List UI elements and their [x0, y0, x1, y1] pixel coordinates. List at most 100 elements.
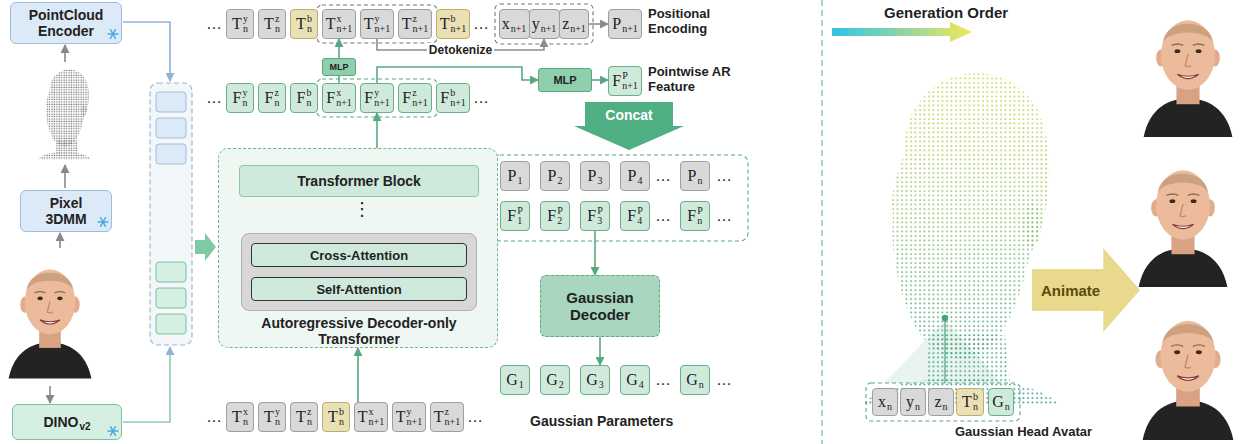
token-base: G [626, 371, 638, 388]
token-indices: P4 [637, 206, 643, 226]
token-base: T [232, 408, 242, 425]
token-subscript: n [275, 24, 280, 34]
token-label: G4 [626, 370, 644, 390]
token: P2 [540, 161, 570, 191]
token: zn [928, 388, 954, 416]
token-subscript: n [887, 401, 892, 412]
token-subscript: n [973, 402, 978, 412]
label-group: Pixel 3DMM [36, 195, 96, 227]
token-base: F [233, 89, 242, 106]
token-base: z [562, 15, 569, 32]
token: FP3 [580, 201, 610, 231]
token-superscript: z [275, 14, 280, 24]
node-label: Cross-Attention [310, 248, 408, 263]
annotation: Generation Order [884, 4, 1008, 22]
label-group: MLP [330, 62, 349, 73]
token-indices: zn [275, 14, 280, 34]
token-label: P4 [628, 166, 643, 186]
token-superscript: b [450, 88, 466, 98]
token-label: xn+1 [502, 14, 527, 34]
edge-label: Detokenize [427, 43, 494, 57]
label-group: Self-Attention [316, 282, 401, 297]
token-subscript: n [943, 401, 948, 412]
token-base: G [992, 393, 1004, 410]
token: Fyn [226, 83, 254, 113]
token-subscript: n+1 [375, 24, 391, 34]
token-base: F [547, 207, 556, 224]
panel-divider [821, 0, 823, 444]
token-base: P [612, 15, 621, 32]
token-subscript: 1 [519, 379, 524, 390]
token-subscript: 3 [597, 216, 603, 226]
token: Pn+1 [608, 9, 642, 39]
token-label: Tbn [962, 392, 978, 412]
token-indices: xn+1 [337, 14, 353, 34]
encoder-label: DINOv2 [43, 413, 90, 432]
token-base: P [548, 167, 557, 184]
ellipsis: … [655, 166, 671, 186]
token: Txn [226, 402, 254, 432]
token: Txn+1 [354, 402, 388, 432]
token-subscript: n [699, 379, 704, 390]
token: Fxn+1 [322, 83, 356, 113]
token: Txn+1 [322, 9, 356, 39]
token: FP2 [540, 201, 570, 231]
connector [592, 79, 608, 81]
token-label: FP3 [587, 206, 602, 226]
token: G4 [620, 365, 650, 395]
annotation: Pointwise AR Feature [648, 64, 744, 94]
token-indices: bn+1 [451, 14, 467, 34]
ellipsis: … [473, 14, 489, 34]
connector [594, 231, 596, 275]
token: Tyn+1 [360, 9, 394, 39]
token-base: F [687, 207, 696, 224]
connector [357, 348, 359, 402]
token-label: P3 [588, 166, 603, 186]
ellipsis: … [655, 206, 671, 226]
token-label: G1 [506, 370, 524, 390]
input-point-cloud [30, 60, 105, 164]
token-base: P [628, 167, 637, 184]
token-subscript: n [306, 98, 311, 108]
ellipsis: … [655, 370, 671, 390]
token: Fyn+1 [360, 83, 394, 113]
label-group: MLP [553, 74, 576, 87]
label-group: Animate [1041, 282, 1100, 299]
token-subscript: n+1 [413, 24, 429, 34]
node-label: Gaussian Decoder [555, 289, 645, 323]
node-label: MLP [330, 62, 349, 73]
token: Gn [988, 388, 1014, 416]
token-indices: zn [307, 407, 312, 427]
transformer-frame: Autoregressive Decoder-only TransformerT… [218, 148, 498, 348]
token-subscript: n+1 [450, 98, 466, 108]
token-superscript: x [243, 407, 248, 417]
token-label: Fzn [265, 88, 280, 108]
token-base: P [688, 167, 697, 184]
token-subscript: n [697, 175, 702, 186]
token: FPn [680, 201, 710, 231]
token: P1 [500, 161, 530, 191]
token: xn [872, 388, 898, 416]
token-base: y [906, 393, 914, 410]
token-base: T [328, 408, 338, 425]
token-base: F [627, 207, 636, 224]
token-base: F [440, 89, 449, 106]
token-indices: yn [243, 14, 248, 34]
token-subscript: n+1 [570, 23, 586, 34]
token-superscript: x [369, 407, 385, 417]
token-subscript: n+1 [337, 24, 353, 34]
token-base: T [962, 393, 972, 410]
decoder-box: Gaussian Decoder [540, 275, 660, 337]
token-subscript: n+1 [412, 98, 428, 108]
token-label: Tzn+1 [434, 407, 460, 427]
token-label: Tzn+1 [402, 14, 428, 34]
token: Tbn [956, 388, 984, 416]
token-superscript: P [517, 206, 523, 216]
token-label: G2 [546, 370, 564, 390]
token-subscript: 3 [597, 175, 602, 186]
token-base: F [326, 89, 335, 106]
token-subscript: n+1 [511, 23, 527, 34]
encoder-name: DINO [43, 414, 78, 430]
token-base: T [296, 408, 306, 425]
token-base: T [326, 15, 336, 32]
